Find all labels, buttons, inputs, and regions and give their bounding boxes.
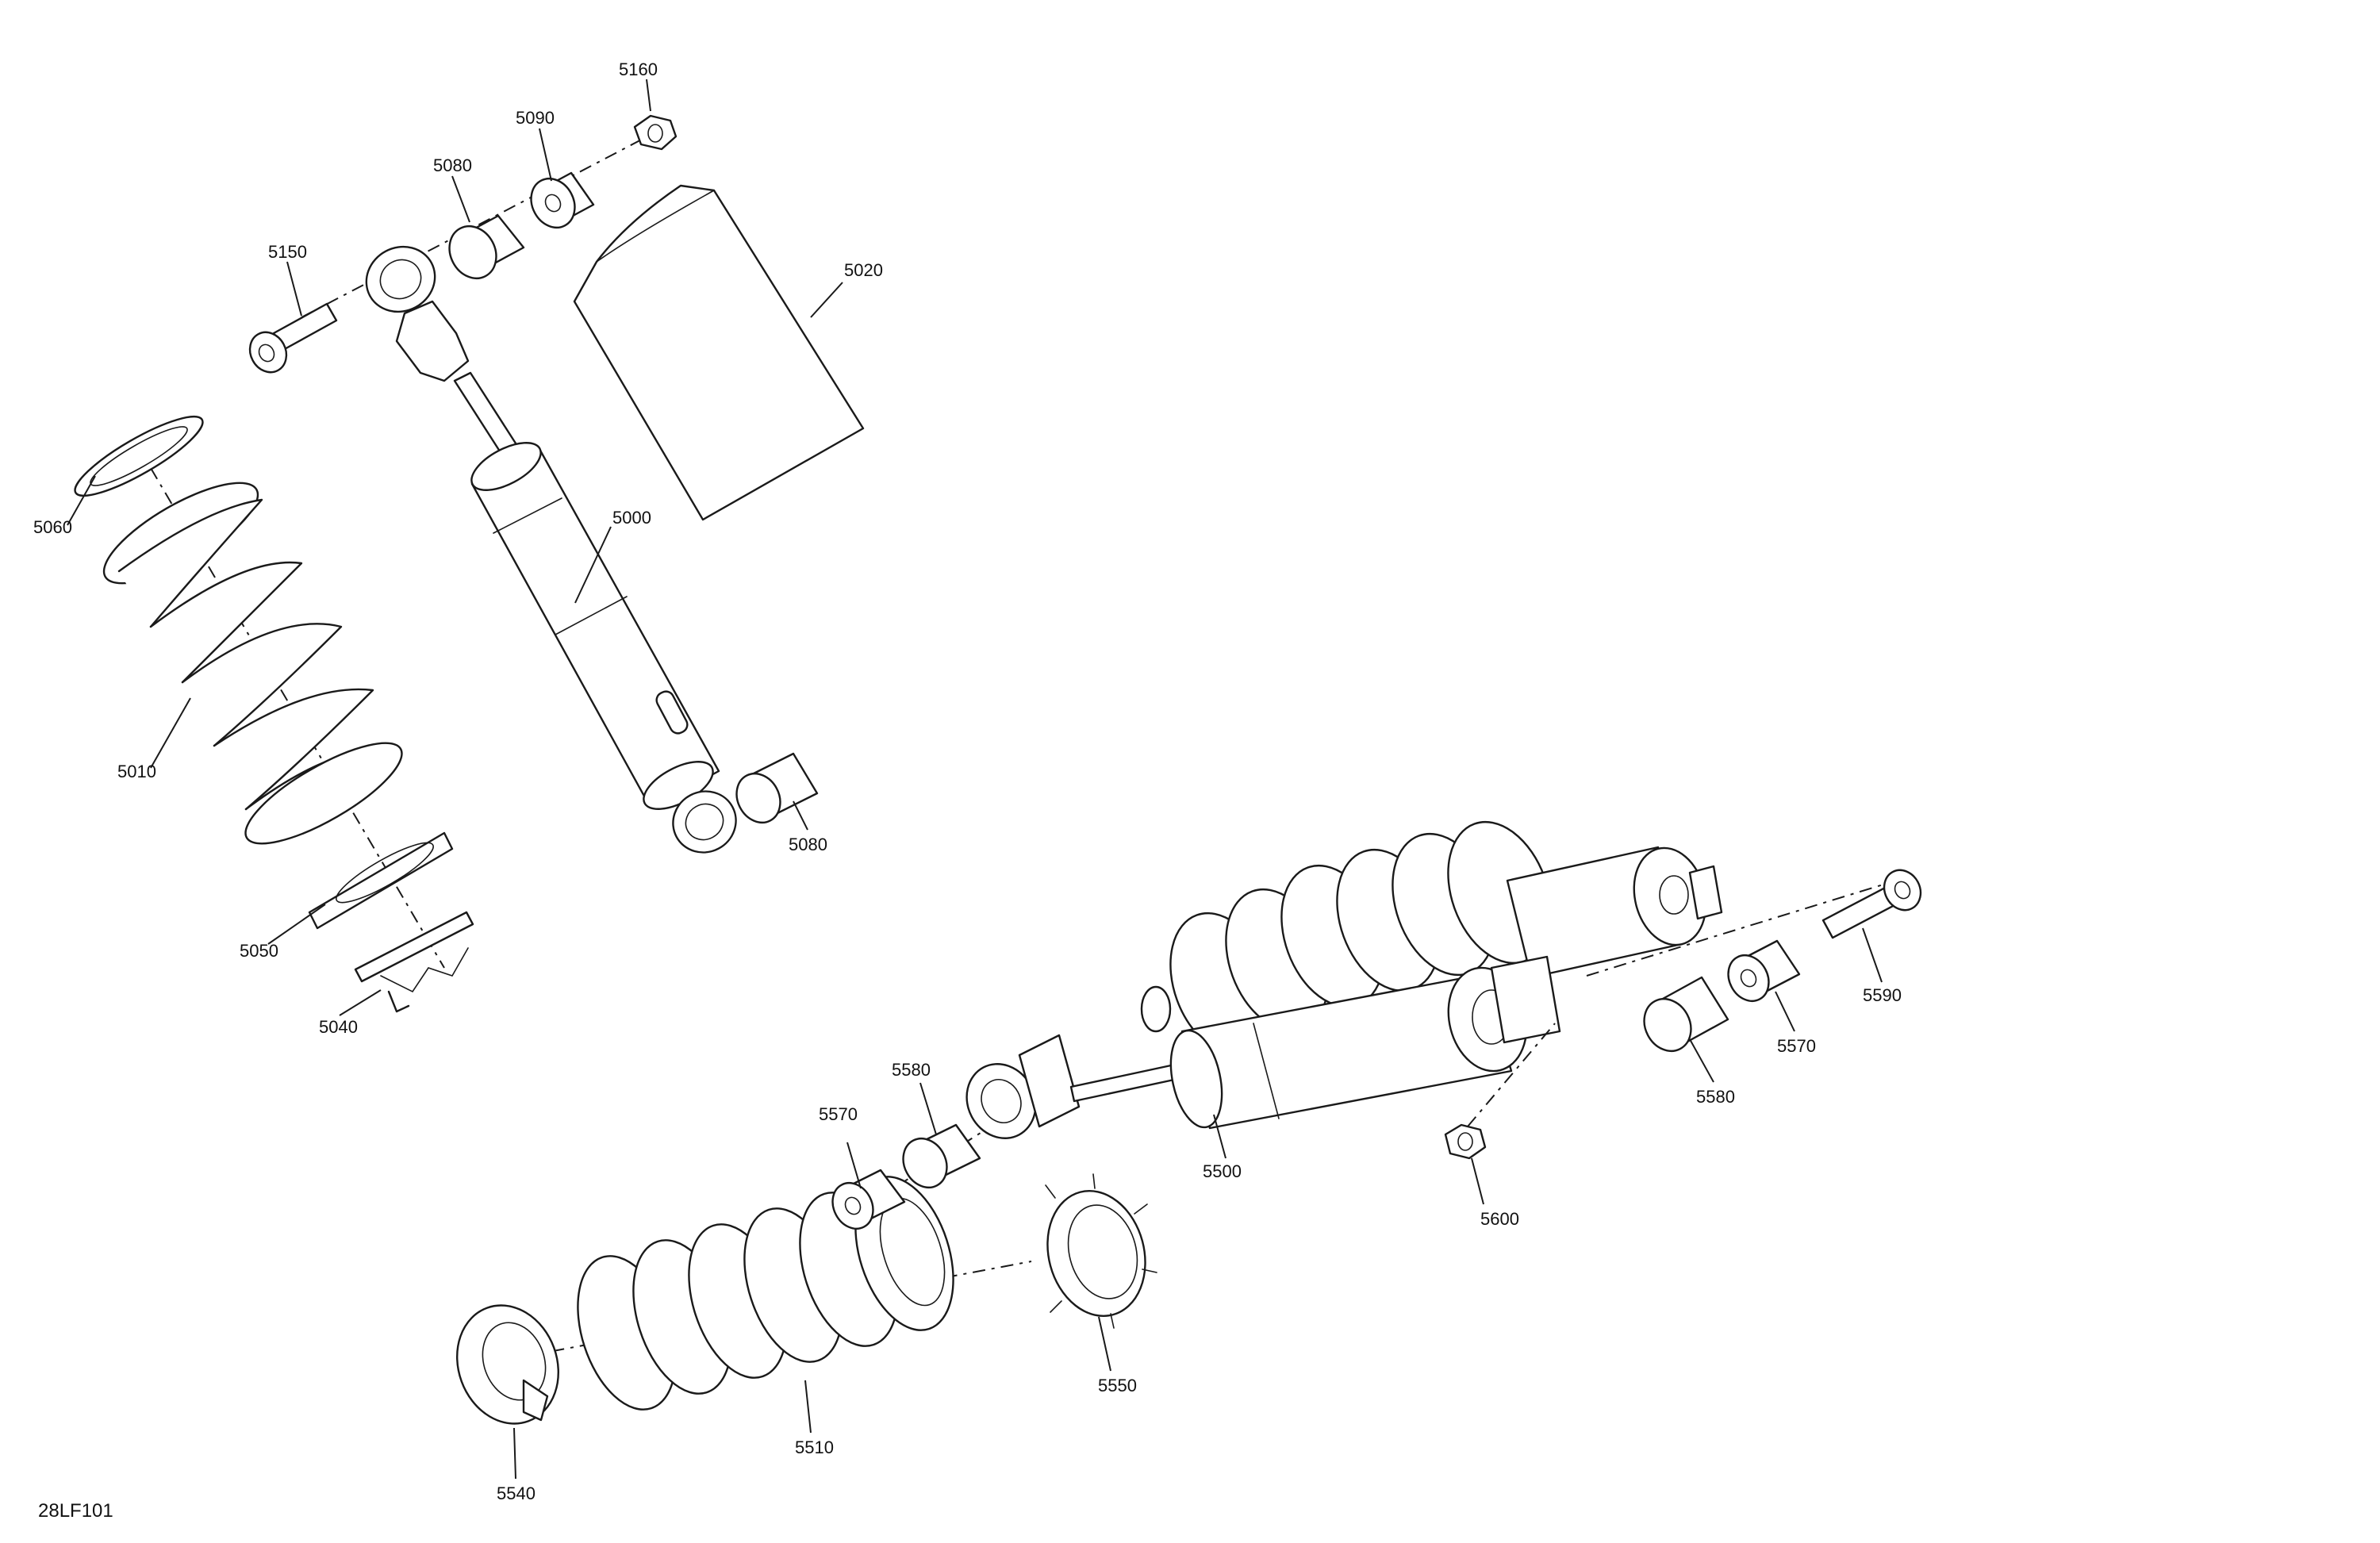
shock-absorber-5500 (965, 820, 1723, 1139)
figure-code: 28LF101 (38, 1500, 113, 1522)
callout-5540: 5540 (497, 1484, 536, 1503)
callout-5510: 5510 (795, 1437, 834, 1457)
rear-bolt-axis (1586, 880, 1897, 977)
spring-retainer-5060 (74, 416, 204, 497)
callout-5080-bottom: 5080 (789, 835, 827, 854)
spring-seat-5050 (308, 831, 454, 930)
callout-5000: 5000 (612, 508, 651, 528)
spacer-5090 (530, 171, 595, 228)
coil-spring-5010 (102, 482, 403, 845)
callout-5600: 5600 (1480, 1209, 1519, 1229)
nut-5600 (1444, 1123, 1487, 1160)
spring-retainer-5540 (456, 1304, 559, 1425)
callout-5090: 5090 (516, 108, 555, 128)
bolt-5590 (1821, 869, 1922, 939)
callout-5020: 5020 (844, 260, 883, 280)
callout-5150: 5150 (268, 242, 307, 262)
callout-5570-right: 5570 (1777, 1036, 1816, 1056)
callout-5580-right: 5580 (1696, 1087, 1735, 1107)
spacer-5570-right (1727, 939, 1801, 1002)
callout-5590: 5590 (1863, 985, 1902, 1005)
adjuster-ring-5550 (1045, 1173, 1157, 1329)
shock-absorber-5000 (365, 245, 737, 854)
callout-5080-top: 5080 (433, 155, 472, 175)
callout-5010: 5010 (117, 762, 156, 781)
callout-5160: 5160 (619, 59, 658, 79)
upper-mount-axis (301, 134, 651, 318)
bushing-5080-bottom (735, 752, 819, 823)
protective-cover-5020 (573, 184, 865, 521)
nut-axis (1467, 1023, 1556, 1127)
spring-adjuster-5040 (354, 911, 474, 1013)
callout-5500: 5500 (1203, 1161, 1242, 1181)
leader-lines (67, 79, 1883, 1480)
callout-5040: 5040 (319, 1017, 358, 1037)
callout-5570-left: 5570 (819, 1104, 858, 1124)
bushing-5580-left (902, 1123, 981, 1188)
bolt-5150 (248, 302, 338, 374)
bushing-5080-top (448, 214, 525, 279)
callout-5580-left: 5580 (892, 1060, 931, 1080)
callout-5550: 5550 (1098, 1376, 1137, 1395)
coil-spring-5510 (577, 1176, 954, 1411)
bushing-5580-right (1643, 976, 1729, 1052)
nut-5160 (633, 114, 678, 151)
callout-5050: 5050 (240, 941, 278, 961)
callout-5060: 5060 (33, 517, 72, 537)
spacer-5570-left (831, 1169, 906, 1230)
